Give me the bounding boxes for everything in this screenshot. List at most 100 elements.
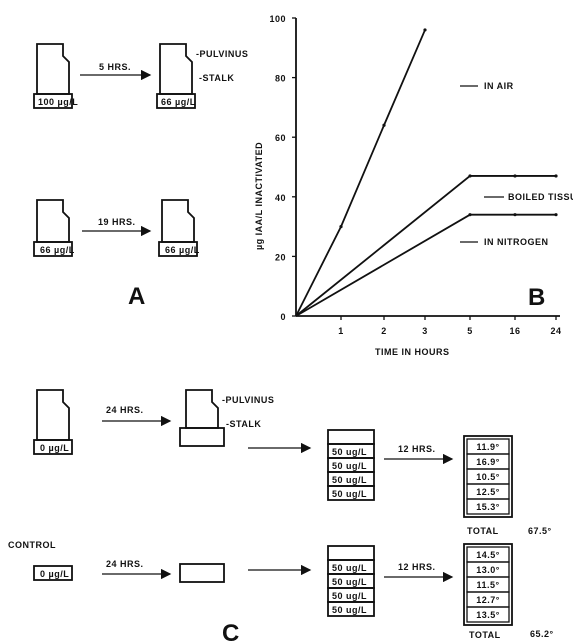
arrow-label-c1a: 24 HRS. <box>106 405 144 415</box>
agar-block <box>327 601 375 617</box>
arrow-label-c2c: 12 HRS. <box>398 562 436 572</box>
angle-stack-c2: 14.5° 13.0° 11.5° 12.7° 13.5° <box>463 543 513 626</box>
x-tick-label: 16 <box>509 326 520 336</box>
angle-value: 11.5° <box>476 580 499 590</box>
arrow-label-c1c: 12 HRS. <box>398 444 436 454</box>
data-point <box>513 174 517 178</box>
y-axis-label: µg IAA/L INACTIVATED <box>254 142 264 250</box>
angle-value: 12.7° <box>476 595 500 605</box>
agar-block-label: 50 ug/L <box>332 447 367 457</box>
agar-label-a1-after: 66 µg/L <box>161 97 196 107</box>
angle-value: 12.5° <box>476 487 500 497</box>
angle-value: 15.3° <box>476 502 500 512</box>
panel-letter-a: A <box>128 283 145 310</box>
total-value-c1: 67.5° <box>528 526 552 536</box>
arrow-label-a1: 5 HRS. <box>99 62 131 72</box>
angle-frame <box>463 435 513 518</box>
agar-block-label: 50 ug/L <box>332 475 367 485</box>
y-tick-label: 60 <box>275 133 286 143</box>
series-label: IN NITROGEN <box>484 237 549 247</box>
arrow-label-a2: 19 HRS. <box>98 217 136 227</box>
data-point <box>513 213 517 217</box>
panel-c: 0 µg/L 24 HRS. -PULVINUS -STALK 50 ug/L5… <box>8 389 554 643</box>
data-point <box>423 28 427 32</box>
data-point <box>468 213 472 217</box>
tissue-result-a1 <box>159 43 193 95</box>
data-point <box>339 225 343 229</box>
y-tick-label: 40 <box>275 193 286 203</box>
pulvinus-label-a: -PULVINUS <box>196 49 248 59</box>
block-stack-c1: 50 ug/L 50 ug/L 50 ug/L 50 ug/L <box>327 429 375 501</box>
agar-block-label: 50 ug/L <box>332 577 367 587</box>
agar-block-label: 50 ug/L <box>332 461 367 471</box>
series-label: IN AIR <box>484 81 514 91</box>
tissue-source-c1 <box>36 389 70 441</box>
agar-label-a2-before: 66 µg/L <box>40 245 75 255</box>
x-tick-label: 2 <box>381 326 387 336</box>
empty-block-c2 <box>179 563 225 583</box>
tissue-source-a1 <box>36 43 70 95</box>
y-tick-label: 80 <box>275 74 286 84</box>
stalk-label-a: -STALK <box>199 73 234 83</box>
x-axis-label: TIME IN HOURS <box>375 347 450 357</box>
agar-block-label: 50 ug/L <box>332 605 367 615</box>
angle-value: 14.5° <box>476 550 500 560</box>
x-tick-label: 1 <box>338 326 344 336</box>
data-point <box>382 123 386 127</box>
agar-block-a1-before <box>33 93 73 109</box>
agar-block-label: 50 ug/L <box>332 489 367 499</box>
agar-block-label: 50 ug/L <box>332 591 367 601</box>
empty-block-c1 <box>179 427 225 447</box>
panel-letter-c: C <box>222 620 239 643</box>
panel-a: 100 µg/L 5 HRS. 66 µg/L -PULVINUS -STALK… <box>33 43 248 310</box>
x-tick-label: 24 <box>550 326 561 336</box>
agar-block-c1 <box>33 439 73 455</box>
x-tick-label: 3 <box>422 326 428 336</box>
agar-block-c2 <box>33 565 73 581</box>
angle-value: 13.5° <box>476 610 500 620</box>
pulvinus-label-c: -PULVINUS <box>222 395 274 405</box>
block-stack-c2: 50 ug/L 50 ug/L 50 ug/L 50 ug/L <box>327 545 375 617</box>
angle-cell <box>466 498 510 515</box>
total-label-c1: TOTAL <box>467 526 499 536</box>
agar-label-c2: 0 µg/L <box>40 569 69 579</box>
angle-frame <box>463 543 513 626</box>
total-value-c2: 65.2° <box>530 629 554 639</box>
series-line-1 <box>295 175 556 317</box>
arrow-label-c2a: 24 HRS. <box>106 559 144 569</box>
y-tick-label: 20 <box>275 252 286 262</box>
data-point <box>468 174 472 178</box>
tissue-result-a2 <box>161 199 195 243</box>
agar-block-a1-after <box>156 93 196 109</box>
series-label: BOILED TISSUE <box>508 192 573 202</box>
tissue-c1 <box>185 389 219 429</box>
y-tick-label: 0 <box>280 312 286 322</box>
agar-block-a2-before <box>33 241 73 257</box>
angle-value: 11.9° <box>476 442 499 452</box>
data-point <box>554 213 558 217</box>
agar-block-label: 50 ug/L <box>332 563 367 573</box>
series-line-0 <box>295 29 426 317</box>
angle-stack-c1: 11.9° 16.9° 10.5° 12.5° 15.3° <box>463 435 513 518</box>
agar-block-a2-after <box>158 241 198 257</box>
panel-letter-b: B <box>528 284 545 311</box>
y-tick-label: 100 <box>269 14 286 24</box>
tissue-source-a2 <box>36 199 70 243</box>
agar-label-a1-before: 100 µg/L <box>38 97 78 107</box>
angle-value: 10.5° <box>476 472 500 482</box>
angle-value: 16.9° <box>476 457 500 467</box>
x-tick-label: 5 <box>467 326 473 336</box>
angle-cell <box>466 606 510 623</box>
control-label: CONTROL <box>8 540 56 550</box>
agar-label-a2-after: 66 µg/L <box>165 245 200 255</box>
series-line-2 <box>295 213 556 317</box>
panel-b-chart: 0 20 40 60 80 100 1 2 3 5 16 24 IN AIR BOILED TISSU… <box>254 14 573 357</box>
stack-cap <box>327 429 375 445</box>
angle-value: 13.0° <box>476 565 500 575</box>
stack-cap <box>327 545 375 561</box>
agar-label-c1: 0 µg/L <box>40 443 69 453</box>
stalk-label-c: -STALK <box>226 419 261 429</box>
agar-block <box>327 485 375 501</box>
total-label-c2: TOTAL <box>469 630 501 640</box>
